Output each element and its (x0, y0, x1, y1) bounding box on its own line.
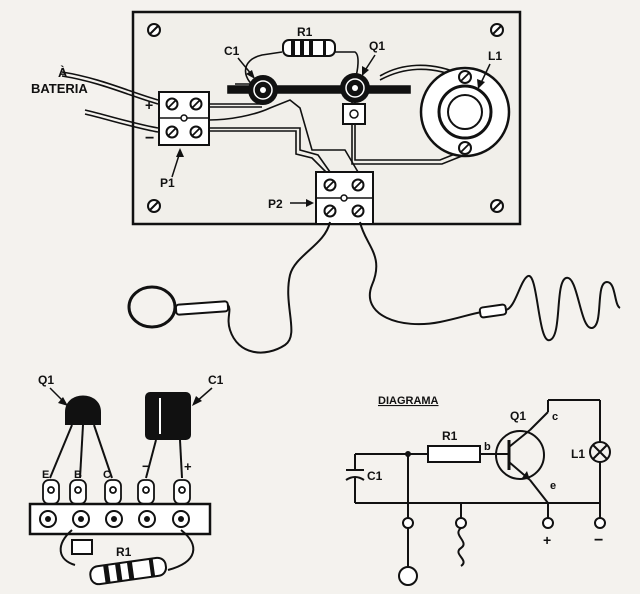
pinout-c1-label: C1 (208, 373, 224, 387)
pinout-detail (28, 392, 212, 586)
battery-label-line1: À (58, 65, 68, 80)
probe-spiral-end (478, 303, 508, 319)
pin-minus-label: − (142, 458, 150, 474)
schematic-terminals (398, 517, 606, 586)
l1-label: L1 (488, 49, 502, 63)
schematic-junction (405, 451, 411, 457)
schematic-diagram (345, 399, 611, 568)
p1-plus-label: + (145, 97, 153, 113)
lamp-socket-l1 (419, 66, 511, 158)
c1-label: C1 (224, 44, 240, 58)
battery-wires (61, 71, 159, 133)
pin-e-label: E (42, 469, 49, 481)
pin-c-label: C (103, 469, 111, 481)
board-screw (147, 199, 161, 213)
terminal-strip-p2 (315, 171, 374, 225)
schematic-c1-label: C1 (367, 469, 383, 483)
battery-label-line2: BATERIA (31, 81, 88, 96)
p2-label: P2 (268, 197, 283, 211)
schematic-minus-label: − (594, 532, 603, 549)
pinout-r1-label: R1 (116, 545, 132, 559)
schematic-title: DIAGRAMA (378, 395, 439, 407)
pinout-q1-label: Q1 (38, 373, 54, 387)
board-screw (147, 23, 161, 37)
schematic-b-label: b (484, 441, 491, 453)
schematic-q1-label: Q1 (510, 409, 526, 423)
schematic-c-label: c (552, 411, 558, 423)
probe-wires (227, 221, 621, 354)
r1-label: R1 (297, 25, 313, 39)
probe-ring (127, 285, 230, 329)
schematic-l1-label: L1 (571, 447, 585, 461)
terminal-strip-p1 (158, 91, 210, 146)
pin-b-label: B (74, 469, 82, 481)
q1-label: Q1 (369, 39, 385, 53)
p1-label: P1 (160, 176, 175, 190)
pin-plus-label: + (184, 459, 192, 474)
schematic-plus-label: + (543, 532, 551, 548)
schematic-e-label: e (550, 480, 556, 492)
schematic-r1-label: R1 (442, 429, 458, 443)
capacitor-c1 (248, 75, 278, 105)
emitter-arrow (522, 471, 530, 480)
resistor-r1 (282, 39, 336, 57)
p1-minus-label: − (145, 130, 154, 147)
schematic-resistor-r1 (427, 445, 481, 463)
board-screw (490, 23, 504, 37)
transistor-q1 (340, 73, 370, 125)
board-screw (490, 199, 504, 213)
